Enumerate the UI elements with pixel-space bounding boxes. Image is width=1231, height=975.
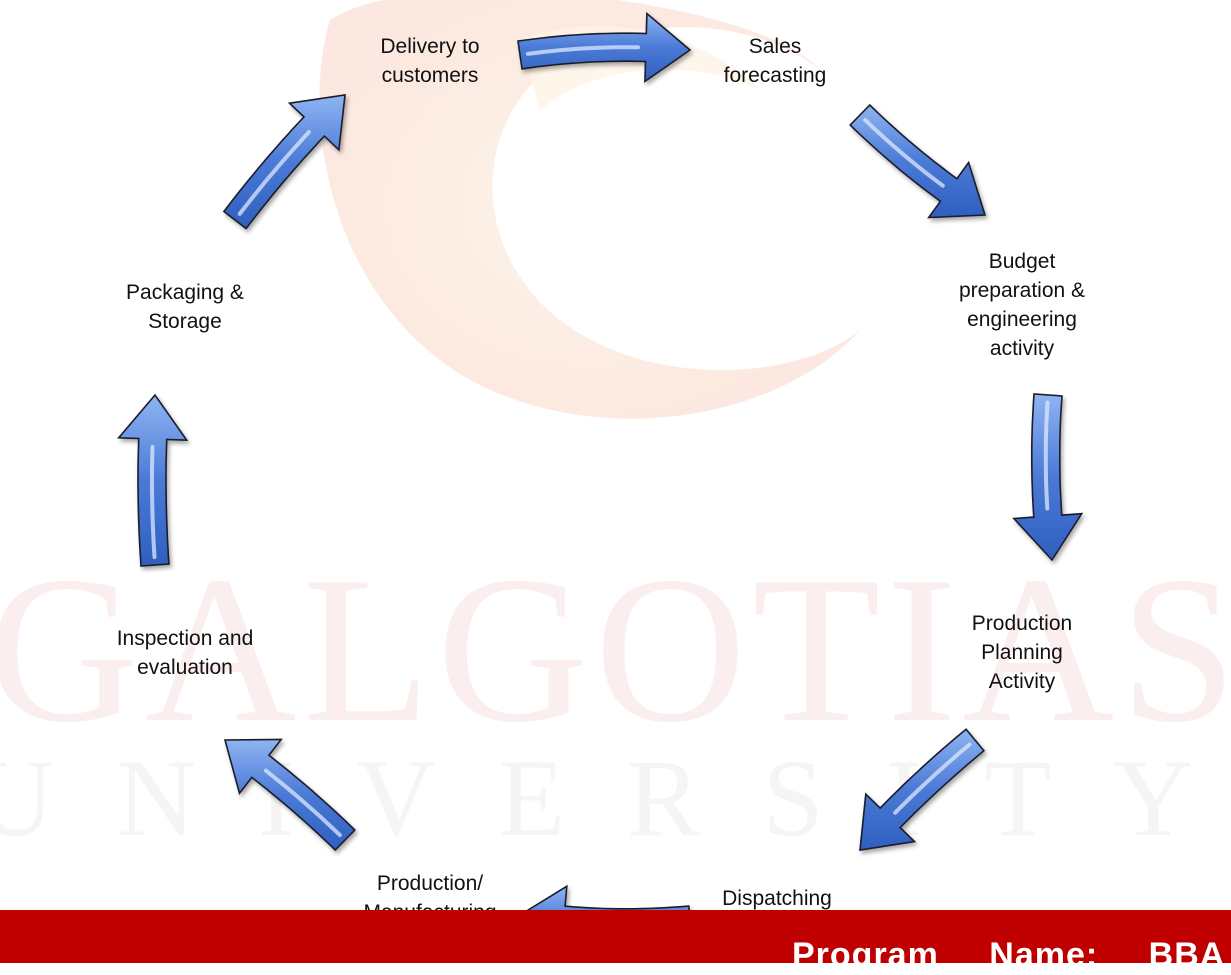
arrow-highlight bbox=[893, 742, 972, 815]
node-inspection-and-evaluation: Inspection and evaluation bbox=[116, 627, 254, 679]
node-packaging-storage: Packaging & Storage bbox=[126, 281, 244, 333]
node-production-planning-activity: Production Planning Activity bbox=[971, 612, 1073, 693]
arrow-highlight bbox=[863, 118, 945, 188]
watermark-line-2: UNIVERSITY bbox=[0, 737, 1231, 859]
footer-program-name: Program Name: BBA bbox=[792, 936, 1226, 974]
arrow-manufacturing-to-inspection bbox=[223, 738, 356, 852]
watermark-swirl-logo bbox=[319, 0, 860, 419]
node-budget-preparation: Budget preparation & engineering activit… bbox=[958, 250, 1086, 360]
arrow-highlight bbox=[263, 768, 342, 838]
footer-bar: Program Name: BBA bbox=[0, 910, 1231, 974]
arrow-highlight bbox=[150, 444, 157, 560]
watermark-line-1: GALGOTIAS bbox=[0, 534, 1231, 766]
arrow-sales-to-budget bbox=[849, 103, 987, 219]
arrow-highlight bbox=[237, 130, 311, 216]
arrow-highlight bbox=[1043, 400, 1050, 511]
arrow-highlight bbox=[525, 45, 640, 56]
node-delivery-to-customers: Delivery to customers bbox=[380, 35, 480, 87]
node-dispatching: Dispatching bbox=[722, 887, 832, 910]
node-sales-forecasting: Sales forecasting bbox=[723, 35, 827, 87]
